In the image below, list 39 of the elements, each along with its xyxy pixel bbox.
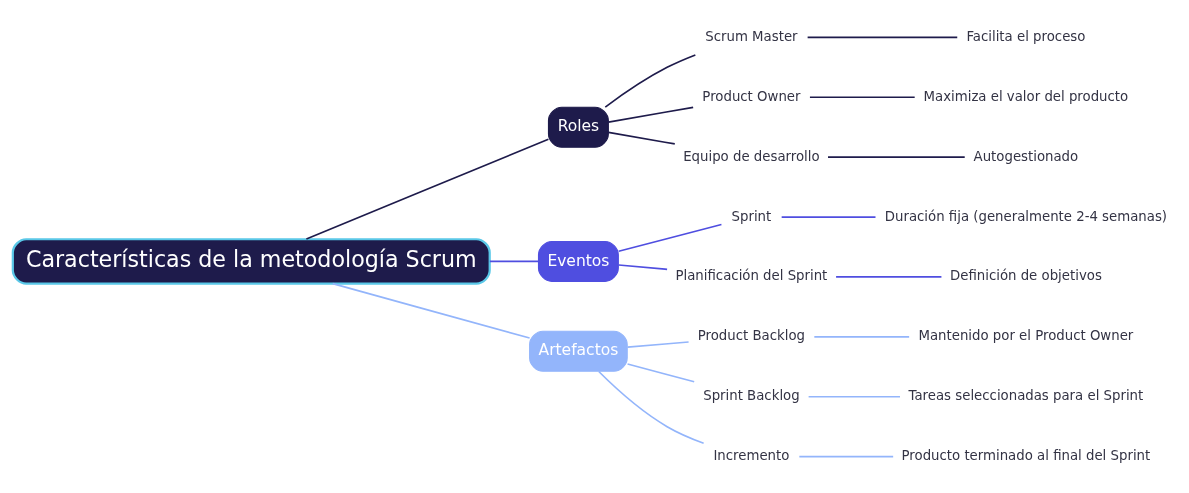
node-text: Planificación del Sprint xyxy=(675,267,828,283)
node-text: Sprint xyxy=(731,207,772,223)
node-text: Duración fija (generalmente 2-4 semanas) xyxy=(884,207,1168,223)
connector xyxy=(827,155,966,158)
node-text: Product Backlog xyxy=(697,327,806,343)
node-text: Mantenido por el Product Owner xyxy=(918,327,1134,343)
connector xyxy=(305,137,550,240)
connector xyxy=(813,335,910,338)
node-box: Artefactos xyxy=(529,330,628,372)
connector xyxy=(604,53,697,108)
node-text: Definición de objetivos xyxy=(949,267,1102,283)
connector xyxy=(806,36,959,38)
connector xyxy=(780,215,877,218)
connector xyxy=(835,275,943,278)
node-text: Facilita el proceso xyxy=(966,28,1086,44)
node-text: Maximiza el valor del producto xyxy=(923,88,1129,104)
connector xyxy=(617,263,668,270)
node-text: Producto terminado al final del Sprint xyxy=(901,447,1151,463)
node-text: Incremento xyxy=(713,447,790,463)
node-box: Características de la metodología Scrum xyxy=(11,237,491,285)
connector xyxy=(807,395,901,398)
node-text: Sprint Backlog xyxy=(703,387,800,403)
connector xyxy=(597,370,705,444)
connector xyxy=(617,223,723,252)
node-box: Eventos xyxy=(537,240,619,282)
connector xyxy=(489,260,540,262)
connector xyxy=(626,362,696,383)
node-text: Tareas seleccionadas para el Sprint xyxy=(908,387,1144,403)
node-box: Roles xyxy=(547,106,609,148)
connector xyxy=(607,106,694,123)
node-text: Scrum Master xyxy=(705,28,798,44)
connector xyxy=(331,282,531,339)
node-text: Autogestionado xyxy=(973,148,1079,164)
connector xyxy=(626,340,690,348)
connector xyxy=(798,455,894,457)
connector xyxy=(607,131,676,145)
node-text: Equipo de desarrollo xyxy=(683,148,820,164)
connector xyxy=(809,95,916,98)
node-text: Product Owner xyxy=(702,88,801,104)
